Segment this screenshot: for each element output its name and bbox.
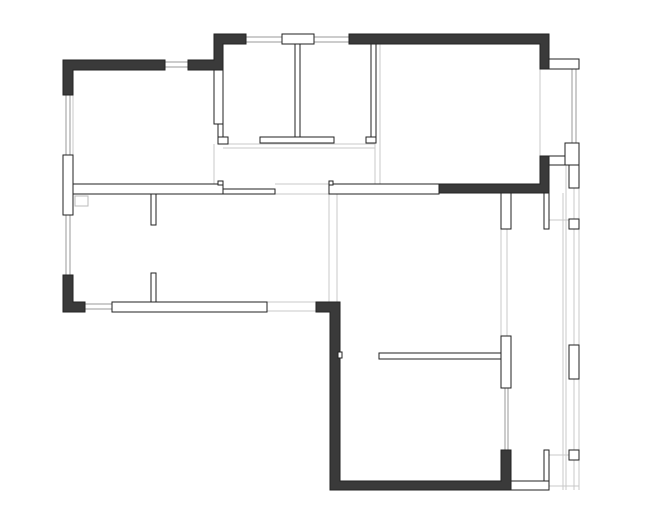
windows: [65, 36, 577, 451]
partition: [217, 136, 229, 145]
partition: [370, 43, 377, 144]
partition: [217, 180, 224, 186]
partition: [294, 43, 301, 138]
partition: [564, 142, 580, 166]
wall-north-step: [187, 33, 247, 71]
window: [504, 387, 509, 451]
partition: [548, 58, 580, 70]
window: [164, 61, 189, 68]
partition: [378, 352, 502, 360]
wall-southwest: [62, 274, 86, 313]
partition: [510, 480, 550, 491]
partition-walls: [62, 33, 580, 491]
partition: [281, 33, 315, 45]
window: [313, 36, 350, 43]
partition: [500, 192, 512, 230]
partition: [328, 180, 334, 186]
window: [65, 214, 71, 276]
partition: [568, 344, 580, 380]
partition: [222, 188, 276, 195]
wall-north-east: [348, 33, 550, 70]
floor-drain-icon: [74, 195, 89, 207]
partition: [337, 351, 343, 359]
window: [65, 94, 71, 156]
partition: [568, 449, 580, 461]
window: [84, 303, 113, 310]
partition: [548, 155, 566, 166]
partition: [150, 272, 157, 303]
partition: [150, 193, 157, 226]
window: [245, 36, 283, 43]
partition: [568, 164, 580, 189]
partition: [111, 301, 268, 313]
partition: [62, 154, 74, 216]
wall-east-upper: [438, 155, 550, 194]
partition: [365, 136, 377, 144]
partition: [259, 136, 335, 144]
guide-lines: [72, 44, 580, 490]
partition: [500, 335, 512, 389]
partition: [213, 69, 224, 125]
partition: [543, 192, 550, 230]
window: [571, 68, 577, 144]
wall-northwest: [62, 59, 166, 96]
partition: [568, 218, 580, 230]
partition: [328, 183, 440, 195]
exterior-walls: [62, 33, 550, 491]
wall-south-bedroom: [315, 301, 512, 491]
partition: [72, 183, 224, 195]
